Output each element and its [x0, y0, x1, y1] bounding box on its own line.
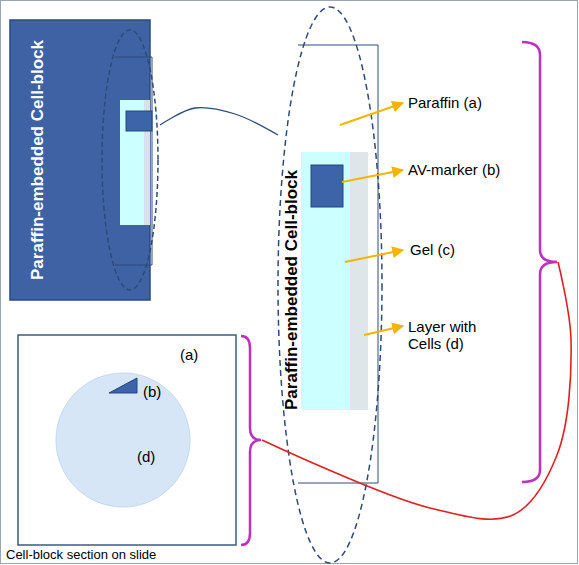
slide-frame: [18, 335, 236, 545]
callout-arrow: [345, 250, 403, 262]
block-outline: [298, 45, 378, 483]
zoom-ellipse: [278, 7, 382, 563]
slide-section: (a) Cell-block section on slide (b) (d): [4, 332, 262, 565]
magnified-block: Paraffin-embedded Cell-block: [278, 3, 558, 563]
callout-label: Layer with Cells (d): [408, 318, 503, 353]
callout-arrow: [342, 170, 403, 182]
block-outline: [115, 57, 152, 265]
node-outline: [55, 372, 191, 508]
block-title: Paraffin-embedded Cell-block: [282, 130, 302, 450]
block-title: Paraffin-embedded Cell-block: [28, 0, 48, 320]
connector-curve: [160, 107, 278, 135]
part-letter: (d): [137, 448, 155, 465]
av-marker: [311, 165, 343, 207]
callout-label: Paraffin (a): [408, 94, 482, 111]
av-marker: [126, 111, 152, 131]
callout-arrow: [340, 103, 403, 125]
gel-layer: [120, 100, 150, 225]
connector-curve: [262, 262, 571, 519]
bracket: [241, 336, 261, 545]
node-outline: [278, 3, 558, 563]
callout-arrow: [364, 326, 403, 335]
callout-label: Gel (c): [410, 241, 455, 258]
paraffin-block: Paraffin-embedded Cell-block: [8, 18, 160, 303]
part-letter: Cell-block section on slide: [6, 548, 156, 563]
gel-layer: [301, 152, 368, 410]
section-circle: [56, 373, 190, 507]
cell-layer: [144, 100, 150, 225]
callout-label: AV-marker (b): [408, 161, 500, 178]
part-letter: (a): [180, 346, 198, 363]
part-letter: (b): [143, 383, 161, 400]
section-disc: (b) (d): [55, 372, 191, 508]
bracket: [522, 42, 557, 482]
zoom-ellipse: [102, 30, 158, 290]
cell-layer: [350, 152, 368, 410]
av-marker-section: [109, 378, 137, 393]
